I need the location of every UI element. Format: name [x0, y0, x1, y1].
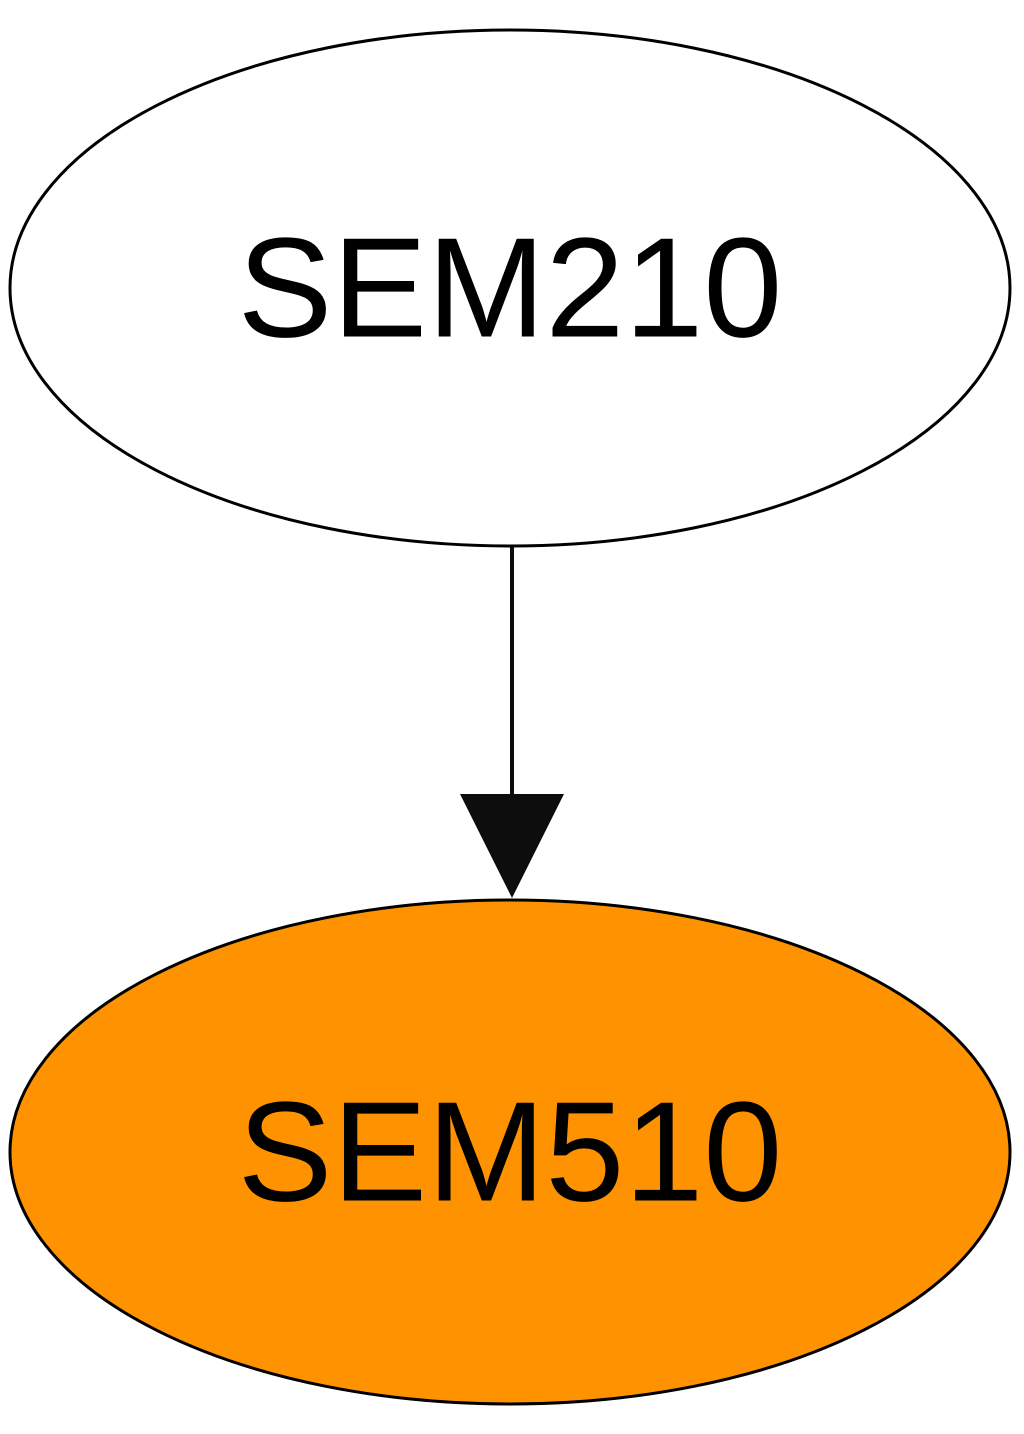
node-sem510-label: SEM510 [238, 1073, 783, 1232]
node-sem210-label: SEM210 [238, 209, 783, 368]
node-sem210-shape [8, 28, 1012, 548]
node-sem510: SEM510 [8, 898, 1012, 1406]
node-sem510-shape [8, 898, 1012, 1406]
arrowhead-icon [460, 794, 564, 898]
edge-sem210-sem510 [460, 546, 564, 898]
node-sem210: SEM210 [8, 28, 1012, 548]
